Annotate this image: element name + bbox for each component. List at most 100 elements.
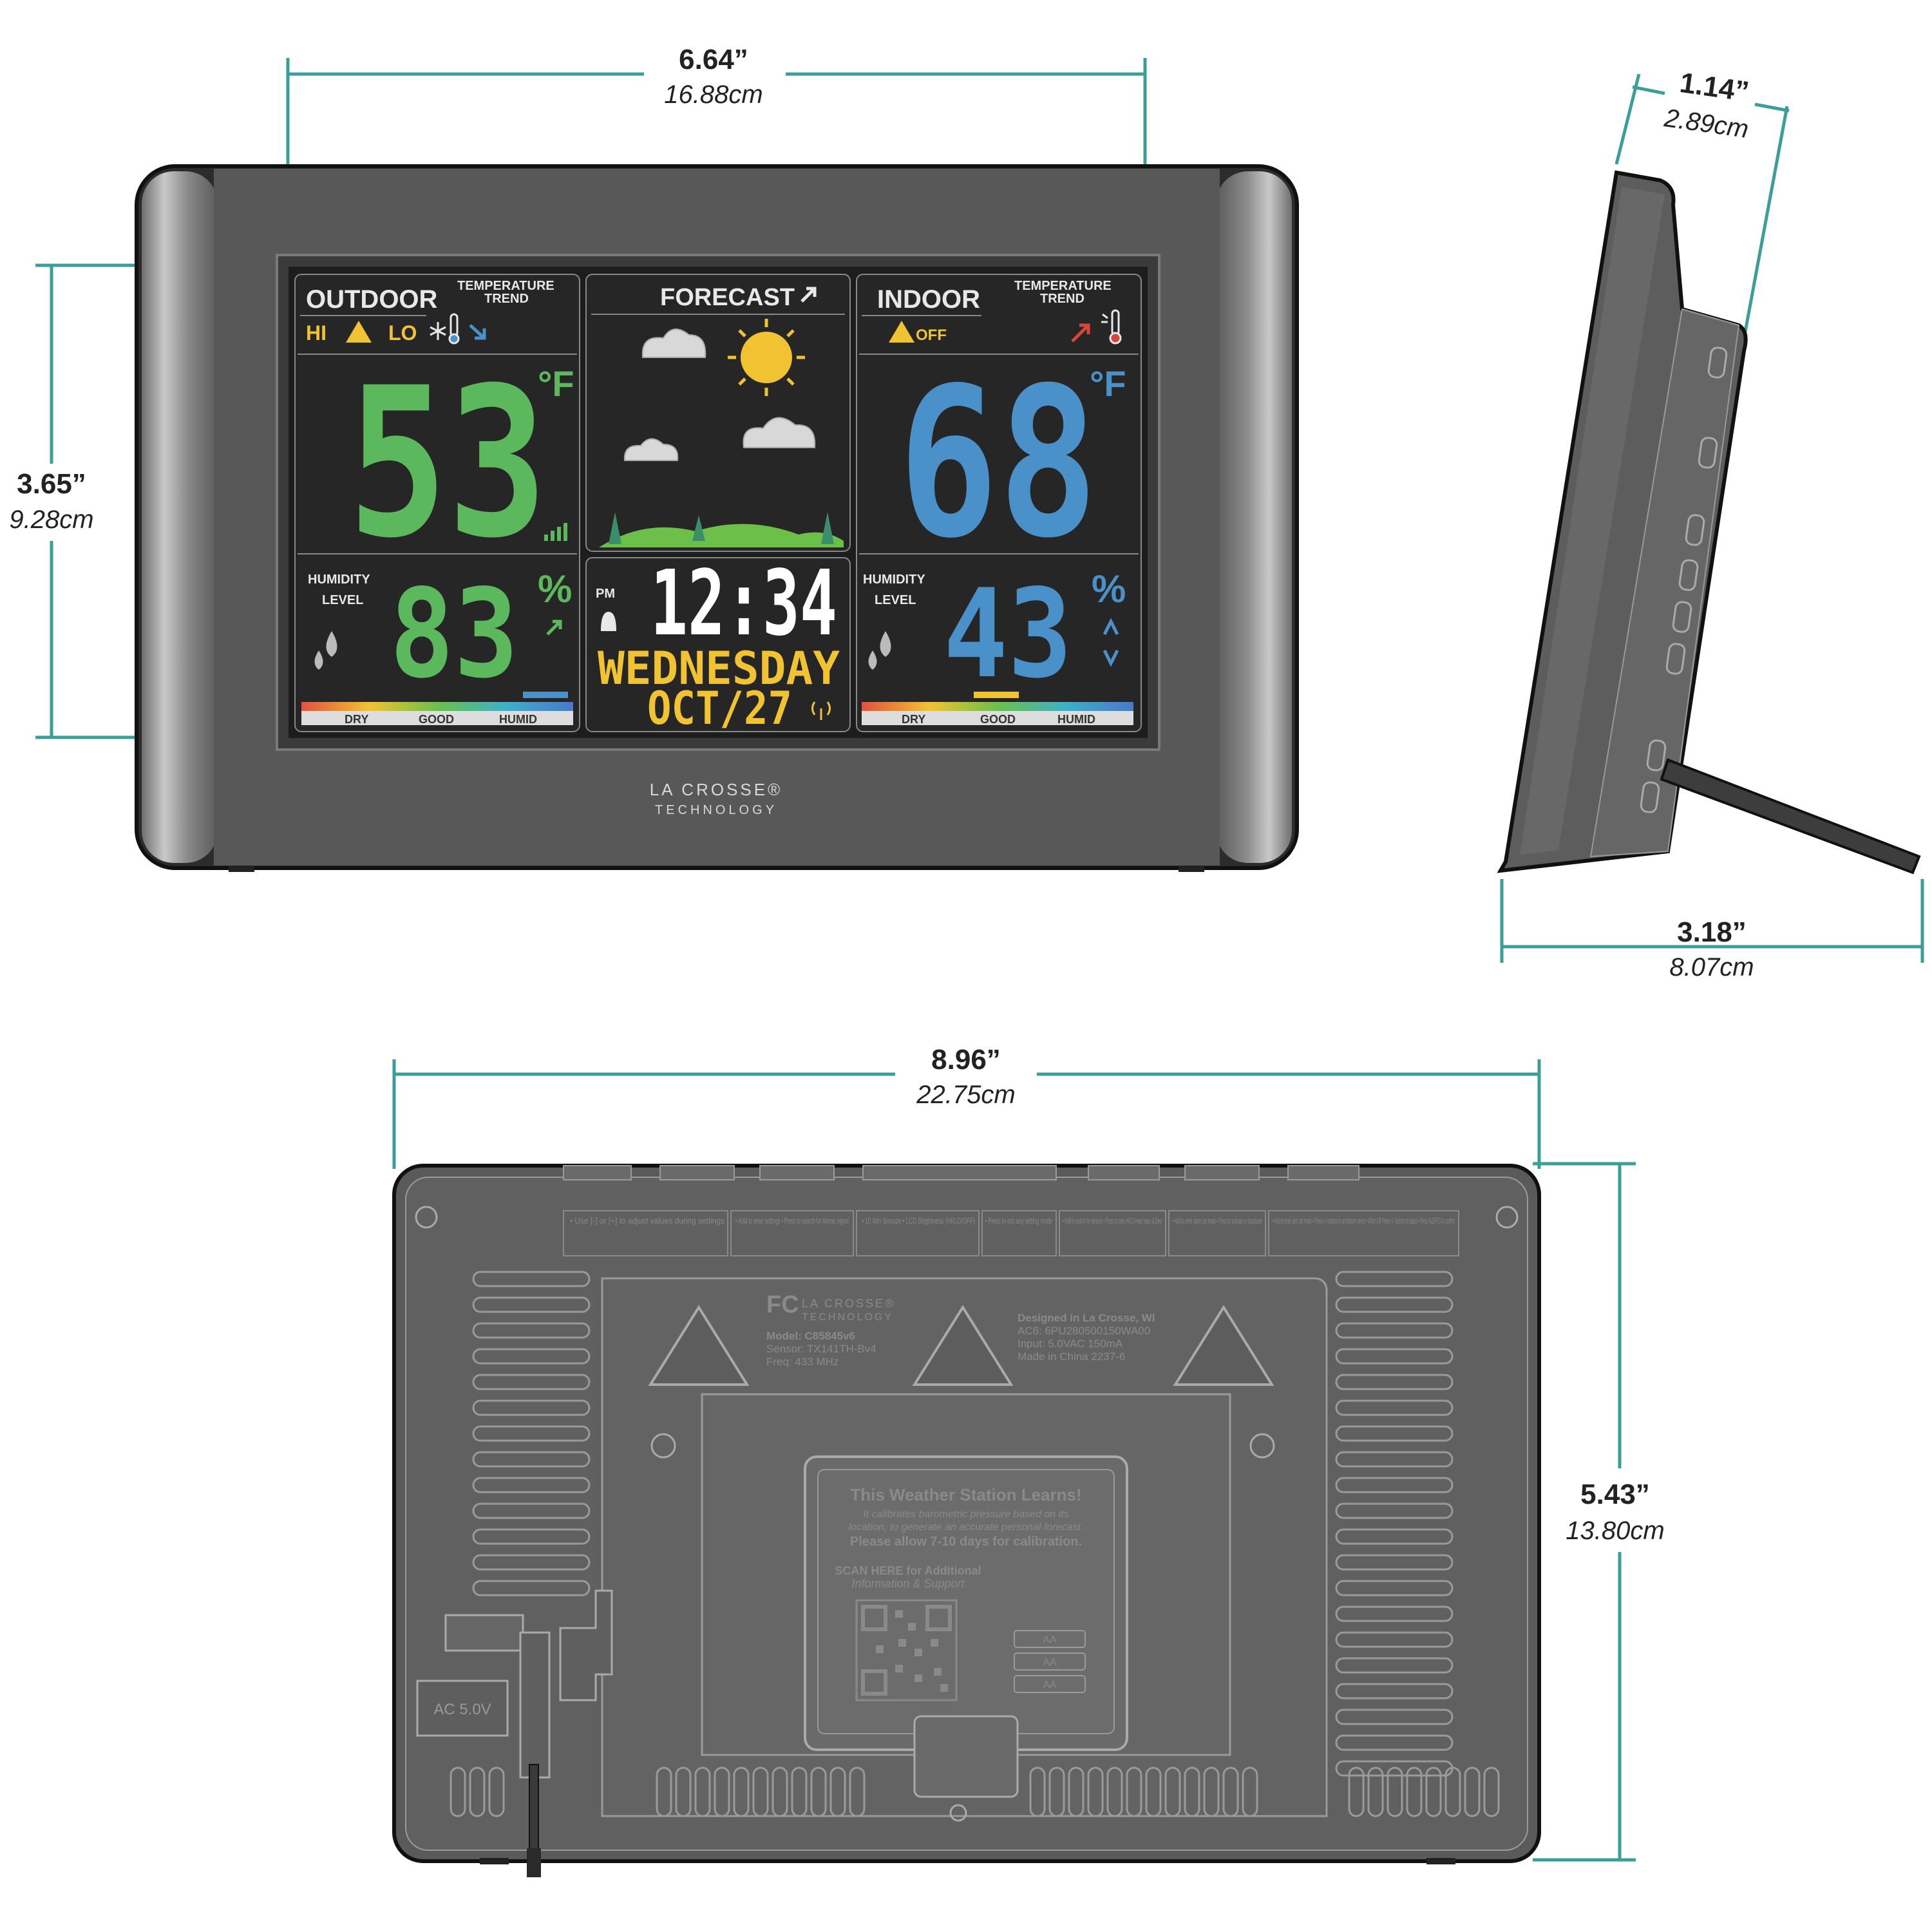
radio-signal-icon [811,701,831,720]
outdoor-humidity-label-1: HUMIDITY [308,573,370,587]
learn-body-3: Please allow 7-10 days for calibration. [850,1535,1082,1549]
alert-icon [889,321,914,343]
indoor-temp: 68 [898,344,1098,583]
button-notes [563,1210,1459,1256]
battery-door: This Weather Station Learns! It calibrat… [804,1455,1128,1751]
snowflake-thermometer-icon [430,313,460,345]
front-height-inches: 3.65” [17,468,86,500]
outdoor-scale-humid: HUMID [499,713,537,726]
fcc-logo: FC [766,1291,799,1318]
landscape-icon [599,512,844,547]
label-input: Input: 5.0VAC 150mA [1018,1338,1123,1350]
humidity-drops-icon [868,631,891,670]
clock-day: WEDNESDAY [598,642,840,695]
battery-door-latch [913,1715,1019,1798]
outdoor-trend-label-2: TREND [484,292,529,306]
indoor-humidity: 43 [943,563,1072,705]
alert-icon [346,321,372,343]
trend-up-arrow-icon [546,620,562,636]
outdoor-panel: OUTDOOR TEMPERATURE TREND HI LO 53 °F HU… [294,274,580,732]
indoor-humidity-pct: % [1092,567,1126,611]
brand-sub: TECHNOLOGY [655,803,777,817]
label-sensor: Sensor: TX141TH-Bv4 [766,1343,876,1355]
kickstand [1660,758,1921,875]
humidity-level-marker [523,692,568,698]
side-base-inches: 3.18” [1677,916,1747,948]
vent-right [1335,1271,1454,1777]
battery-3: AA [1043,1680,1057,1690]
label-brand: LA CROSSE® [802,1297,895,1310]
label-ac: AC6: 6PU280500150WA00 [1018,1325,1150,1337]
outdoor-temp: 53 [348,344,547,583]
scan-text-1: SCAN HERE for Additional [835,1564,981,1577]
indoor-panel: INDOOR TEMPERATURE TREND OFF 68 °F HUMID… [856,274,1142,732]
note-7: • Hold to enter alert set mode • Press +… [1272,1216,1455,1226]
back-width-inches: 8.96” [931,1044,1001,1075]
outdoor-unit: °F [538,363,574,404]
vent-bottom [450,1766,1500,1817]
back-height-inches: 5.43” [1580,1479,1650,1510]
battery-icons [1014,1630,1086,1693]
sun-thermometer-icon [1101,309,1122,345]
vent-left [472,1271,591,1596]
trend-up-arrow-icon [1071,323,1090,343]
outdoor-humidity-label-2: LEVEL [322,593,363,607]
front-view: OUTDOOR TEMPERATURE TREND HI LO 53 °F HU… [135,164,1299,872]
front-width-inches: 6.64” [679,44,748,75]
sun-icon [728,319,805,396]
side-top-inches: 1.14” [1678,67,1750,108]
note-5: • Hold to search for sensors • Press to … [1063,1216,1162,1226]
label-made: Made in China 2237-6 [1018,1350,1125,1363]
forecast-trend-arrow-icon [800,287,817,303]
note-4: • Press to exit any setting mode [985,1216,1052,1226]
indoor-humidity-label-2: LEVEL [875,593,916,607]
outdoor-scale-dry: DRY [345,713,368,726]
side-base-dimension [1500,879,1924,963]
learn-body-1: It calibrates barometric pressure based … [863,1509,1068,1520]
clock-panel: PM 12:34 WEDNESDAY OCT/27 [585,551,851,735]
back-height-dimension [1533,1162,1636,1862]
label-model: Model: C85845v6 [766,1330,855,1342]
humidity-scale-bar [301,702,573,711]
learn-body-2: location, to generate an accurate person… [849,1522,1084,1533]
outdoor-scale-good: GOOD [419,713,454,726]
back-width-dimension [392,1059,1541,1169]
back-width-cm: 22.75cm [916,1081,1015,1109]
alarm-bell-icon [601,612,616,631]
outdoor-humidity-pct: % [538,567,572,611]
indoor-trend-label-2: TREND [1040,292,1084,306]
clock-time: 12:34 [650,551,837,656]
side-top-cm: 2.89cm [1662,104,1750,144]
clock-date: OCT/27 [647,682,792,735]
indoor-unit: °F [1090,363,1126,404]
learn-title: This Weather Station Learns! [850,1485,1081,1504]
outdoor-title: OUTDOOR [306,285,438,314]
triangle-hooks [648,1305,1274,1386]
front-height-cm: 9.28cm [9,506,93,534]
side-top-dimension [1615,73,1790,332]
note-3: • 10 Min Snooze • LCD Brightness (HI/LO/… [862,1216,975,1226]
humidity-scale-bar [862,702,1133,711]
note-6: • Hold to enter alarm set mode • Press t… [1172,1216,1262,1226]
front-width-cm: 16.88cm [664,80,762,109]
back-height-cm: 13.80cm [1566,1517,1664,1545]
indoor-alert: OFF [916,327,947,344]
brand-name: LA CROSSE® [650,780,783,799]
front-width-dimension [286,58,1147,254]
indoor-trend-label-1: TEMPERATURE [1014,279,1112,293]
indoor-scale-good: GOOD [980,713,1016,726]
humidity-drops-icon [314,631,337,670]
outdoor-trend-label-1: TEMPERATURE [457,279,554,293]
power-connector [444,1589,613,1877]
side-base-cm: 8.07cm [1669,953,1754,981]
forecast-title: FORECAST [660,284,795,311]
forecast-panel: FORECAST [585,274,851,552]
label-freq: Freq: 433 MHz [766,1356,838,1368]
note-2: • Hold to enter settings • Press to sear… [735,1216,849,1226]
indoor-scale-dry: DRY [902,713,925,726]
side-view [1497,170,1921,875]
clock-ampm: PM [596,587,615,601]
trend-up-down-arrow-icon [1103,618,1119,667]
ac-label-box [416,1680,509,1737]
